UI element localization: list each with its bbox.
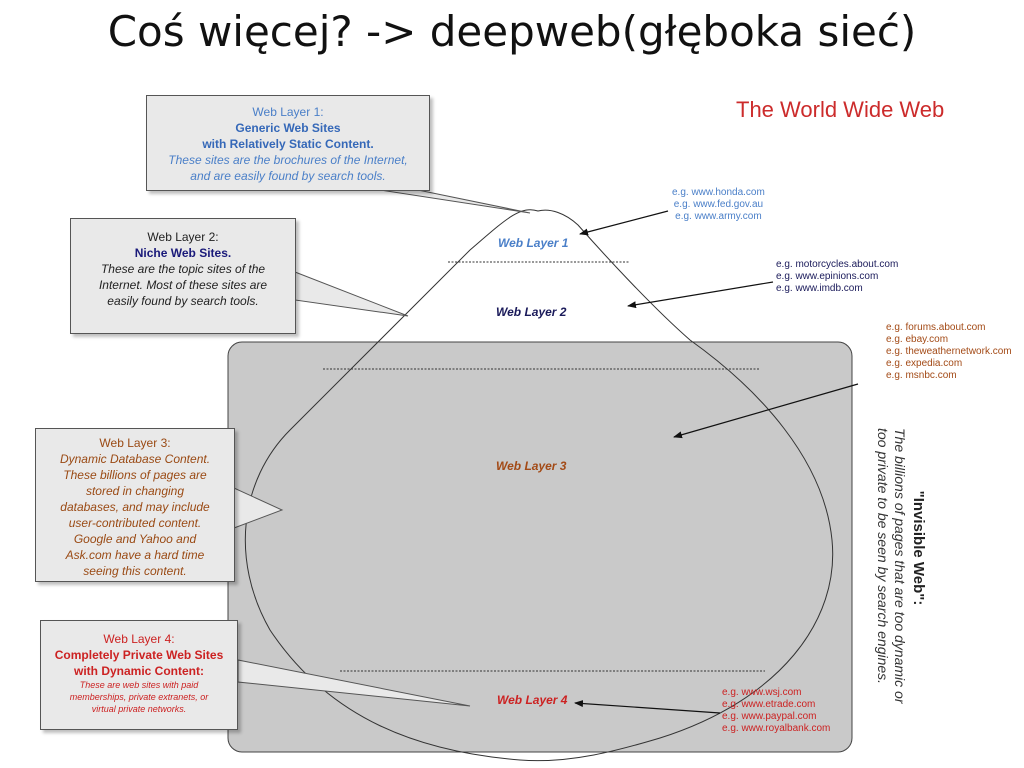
- example-arrow-layer3: [673, 383, 859, 439]
- web-teardrop-shape: [244, 209, 834, 762]
- callout-layer1-title: Web Layer 1:: [252, 105, 324, 119]
- callout-layer3-desc-line: These billions of pages are: [63, 468, 207, 482]
- invisible-web-body-line: The billions of pages that are too dynam…: [892, 428, 908, 704]
- example-url: e.g. www.wsj.com: [722, 687, 802, 698]
- callout-layer4-bold-line: Completely Private Web Sites: [54, 648, 224, 662]
- callout-layer1-desc-line: and are easily found by search tools.: [190, 169, 386, 183]
- callout-layer3: Web Layer 3: Dynamic Database Content. T…: [35, 428, 235, 582]
- example-arrow-layer1: [579, 210, 669, 236]
- callout-layer3-desc-line: Dynamic Database Content.: [59, 452, 211, 466]
- example-arrow-layer4: [574, 700, 721, 714]
- example-url: e.g. www.etrade.com: [722, 699, 816, 710]
- callout-layer1-bold-line: Generic Web Sites: [235, 121, 341, 135]
- example-arrow-layer2: [627, 281, 774, 309]
- layer-label: Web Layer 1: [498, 236, 569, 250]
- example-url: e.g. ebay.com: [886, 334, 949, 345]
- callout-layer3-desc-line: stored in changing: [85, 484, 185, 498]
- examples-layer2: e.g. motorcycles.about.com e.g. www.epin…: [776, 259, 898, 295]
- callout-layer2-title: Web Layer 2:: [147, 230, 219, 244]
- diagram-heading: The World Wide Web: [736, 97, 945, 122]
- layer-label: Web Layer 2: [496, 305, 567, 319]
- callout-pointer-layer1: [379, 189, 531, 214]
- callout-pointer-layer2: [294, 271, 409, 317]
- callout-layer3-desc-line: user-contributed content.: [68, 516, 202, 530]
- example-url: e.g. msnbc.com: [886, 370, 957, 381]
- callout-layer2-bold-line: Niche Web Sites.: [134, 246, 232, 260]
- callout-layer2-desc-line: Internet. Most of these sites are: [98, 278, 268, 292]
- callout-layer4: Web Layer 4: Completely Private Web Site…: [40, 620, 238, 730]
- example-url: e.g. www.honda.com: [672, 187, 765, 198]
- callout-layer3-desc-line: seeing this content.: [83, 564, 187, 578]
- callout-layer1: Web Layer 1: Generic Web Sites with Rela…: [146, 95, 430, 191]
- example-url: e.g. forums.about.com: [886, 322, 986, 333]
- example-url: e.g. theweathernetwork.com: [886, 346, 1012, 357]
- callout-layer4-desc-line: memberships, private extranets, or: [69, 692, 209, 702]
- callout-layer2: Web Layer 2: Niche Web Sites. These are …: [70, 218, 296, 334]
- invisible-web-body-line: too private to be seen by search engines…: [875, 428, 891, 685]
- layer-label: Web Layer 4: [497, 693, 568, 707]
- callout-layer2-desc-line: These are the topic sites of the: [100, 262, 266, 276]
- callout-layer1-bold-line: with Relatively Static Content.: [202, 137, 374, 151]
- example-url: e.g. motorcycles.about.com: [776, 259, 899, 270]
- invisible-web-note: "Invisible Web": The billions of pages t…: [848, 428, 928, 704]
- slide-title: Coś więcej? -> deepweb(głęboka sieć): [107, 7, 917, 56]
- layer-label: Web Layer 3: [496, 459, 567, 473]
- callout-layer2-desc-line: easily found by search tools.: [107, 294, 259, 308]
- examples-layer3: e.g. forums.about.com e.g. ebay.com e.g.…: [886, 322, 1012, 382]
- example-url: e.g. www.paypal.com: [722, 711, 817, 722]
- callout-layer1-desc-line: These sites are the brochures of the Int…: [168, 153, 408, 167]
- callout-layer3-desc-line: Ask.com have a hard time: [65, 548, 205, 562]
- invisible-web-heading: "Invisible Web":: [910, 490, 927, 606]
- example-url: e.g. www.epinions.com: [776, 271, 879, 282]
- callout-layer4-bold-line: with Dynamic Content:: [73, 664, 204, 678]
- example-url: e.g. www.army.com: [675, 211, 762, 222]
- callout-layer3-title: Web Layer 3:: [99, 436, 171, 450]
- callout-layer3-desc-line: Google and Yahoo and: [73, 532, 197, 546]
- callout-layer4-desc-line: virtual private networks.: [91, 704, 187, 714]
- callout-layer4-title: Web Layer 4:: [103, 632, 175, 646]
- examples-layer1: e.g. www.honda.com e.g. www.fed.gov.au e…: [672, 187, 765, 223]
- callout-layer4-desc-line: These are web sites with paid: [79, 680, 199, 690]
- example-url: e.g. www.royalbank.com: [722, 723, 831, 734]
- example-url: e.g. expedia.com: [886, 358, 963, 369]
- callout-layer3-desc-line: databases, and may include: [60, 500, 210, 514]
- callout-pointer-layer4: [237, 659, 471, 707]
- example-url: e.g. www.imdb.com: [776, 283, 863, 294]
- example-url: e.g. www.fed.gov.au: [673, 199, 764, 210]
- examples-layer4: e.g. www.wsj.com e.g. www.etrade.com e.g…: [722, 687, 830, 735]
